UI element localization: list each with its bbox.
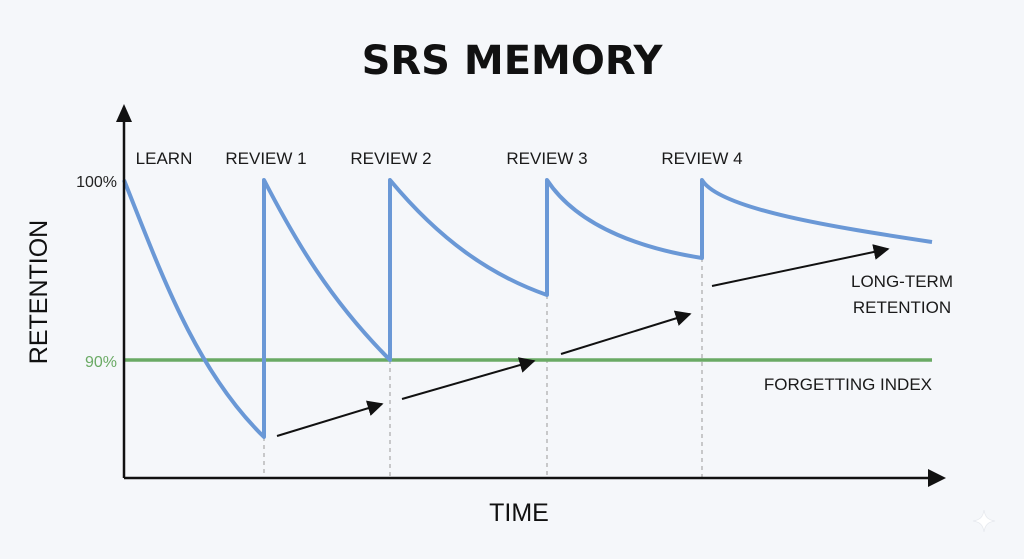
event-label-review-2: REVIEW 2 [350,149,431,168]
y-axis-arrowhead [116,104,132,122]
event-label-learn: LEARN [136,149,193,168]
trend-arrow-4 [711,244,890,287]
trend-arrows [276,244,890,437]
forgetting-index-label: FORGETTING INDEX [764,375,932,394]
y-tick-label-100: 100% [76,174,117,191]
trend-arrow-1 [276,400,384,437]
y-axis-title: RETENTION [25,220,53,364]
event-label-review-1: REVIEW 1 [225,149,306,168]
review-guide-lines [263,258,703,478]
sparkle-icon [972,509,996,533]
chart-title: SRS MEMORY [362,38,664,84]
retention-curve [122,178,933,439]
x-axis-title: TIME [489,499,549,527]
y-tick-label-90: 90% [85,354,117,371]
x-axis-arrowhead [928,469,946,487]
event-label-review-4: REVIEW 4 [661,149,742,168]
axes [116,104,946,487]
trend-arrow-3 [560,310,692,355]
trend-arrow-2 [401,357,536,400]
event-label-review-3: REVIEW 3 [506,149,587,168]
long-term-label-line-1: LONG-TERM [851,272,953,291]
long-term-label-line-2: RETENTION [853,298,951,317]
